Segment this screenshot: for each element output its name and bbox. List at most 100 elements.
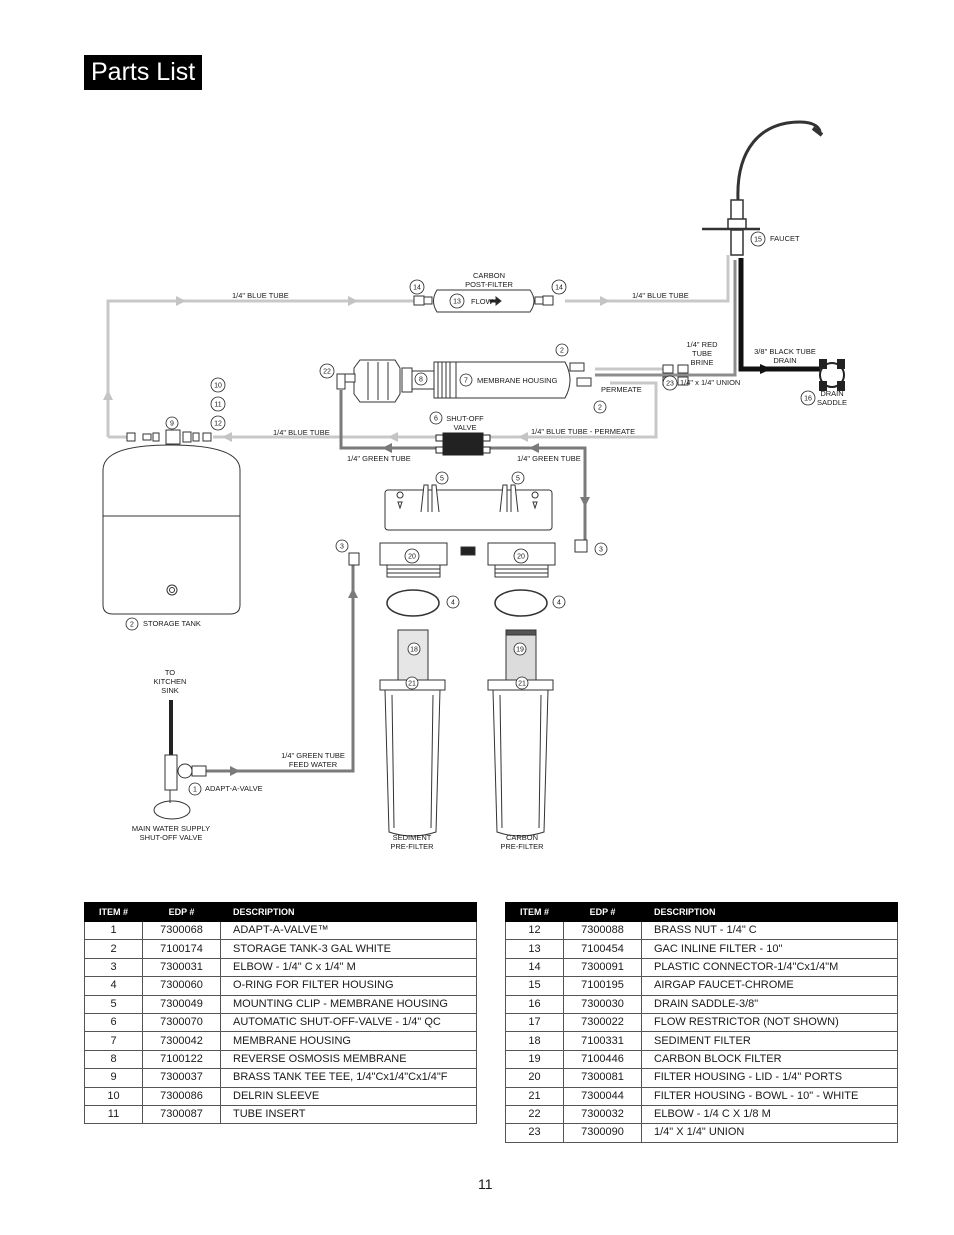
svg-text:16: 16 [804, 396, 812, 403]
header-description: DESCRIPTION [641, 902, 898, 922]
storage-tank [102, 429, 241, 615]
item-cell: 21 [505, 1086, 564, 1106]
edp-cell: 7300031 [142, 957, 221, 978]
edp-cell: 7300022 [563, 1012, 642, 1033]
header-edp: EDP # [563, 902, 642, 922]
edp-cell: 7300037 [142, 1068, 221, 1088]
svg-text:1/4" x 1/4" UNION: 1/4" x 1/4" UNION [680, 378, 740, 387]
item-cell: 13 [505, 939, 564, 959]
svg-text:CARBON: CARBON [473, 271, 505, 280]
edp-cell: 7300032 [563, 1104, 642, 1125]
description-cell: GAC INLINE FILTER - 10" [641, 939, 898, 959]
description-cell: AUTOMATIC SHUT-OFF-VALVE - 1/4" QC [220, 1012, 477, 1033]
item-cell: 15 [505, 976, 564, 996]
svg-text:TO: TO [165, 668, 175, 677]
svg-text:MEMBRANE HOUSING: MEMBRANE HOUSING [477, 376, 558, 385]
edp-cell: 7300090 [563, 1123, 642, 1143]
svg-text:DRAIN: DRAIN [820, 389, 843, 398]
green-tubes [203, 390, 587, 773]
edp-cell: 7300086 [142, 1086, 221, 1106]
description-cell: STORAGE TANK-3 GAL WHITE [220, 939, 477, 959]
description-cell: ELBOW - 1/4 C X 1/8 M [641, 1104, 898, 1125]
svg-text:14: 14 [555, 285, 563, 292]
adapt-a-valve [153, 700, 207, 820]
svg-text:SEDIMENT: SEDIMENT [393, 833, 432, 842]
svg-text:VALVE: VALVE [453, 423, 476, 432]
edp-cell: 7300042 [142, 1031, 221, 1051]
brine-and-drain-tubes [595, 258, 820, 377]
edp-cell: 7300060 [142, 976, 221, 996]
table-header-row: ITEM # EDP # DESCRIPTION [84, 902, 477, 922]
svg-text:SADDLE: SADDLE [817, 398, 847, 407]
svg-text:5: 5 [440, 476, 444, 483]
svg-text:ADAPT-A-VALVE: ADAPT-A-VALVE [205, 784, 263, 793]
svg-text:21: 21 [408, 681, 416, 688]
svg-text:9: 9 [170, 421, 174, 428]
svg-text:22: 22 [323, 369, 331, 376]
svg-text:7: 7 [464, 378, 468, 385]
header-item: ITEM # [505, 902, 564, 922]
svg-text:PRE-FILTER: PRE-FILTER [390, 842, 434, 851]
svg-text:1/4" GREEN TUBE: 1/4" GREEN TUBE [517, 454, 581, 463]
edp-cell: 7300044 [563, 1086, 642, 1106]
svg-text:1/4" BLUE TUBE: 1/4" BLUE TUBE [232, 291, 289, 300]
svg-text:20: 20 [517, 554, 525, 561]
edp-cell: 7100446 [563, 1049, 642, 1070]
svg-text:2: 2 [130, 622, 134, 629]
description-cell: ADAPT-A-VALVE™ [220, 920, 477, 941]
svg-text:BRINE: BRINE [691, 358, 714, 367]
green-tube-arrows [230, 443, 590, 776]
svg-text:10: 10 [214, 383, 222, 390]
svg-text:4: 4 [557, 600, 561, 607]
description-cell: O-RING FOR FILTER HOUSING [220, 976, 477, 996]
svg-text:1/4" BLUE TUBE: 1/4" BLUE TUBE [273, 428, 330, 437]
diagram-labels: FAUCET CARBON POST-FILTER FLOW 1/4" BLUE… [132, 234, 847, 851]
edp-cell: 7100122 [142, 1049, 221, 1070]
description-cell: ELBOW - 1/4" C x 1/4" M [220, 957, 477, 978]
item-cell: 22 [505, 1104, 564, 1125]
item-cell: 19 [505, 1049, 564, 1070]
blue-tube-arrows [103, 296, 610, 442]
item-cell: 4 [84, 976, 143, 996]
description-cell: MEMBRANE HOUSING [220, 1031, 477, 1051]
edp-cell: 7300068 [142, 920, 221, 941]
svg-text:1: 1 [193, 787, 197, 794]
item-cell: 3 [84, 957, 143, 978]
edp-cell: 7300081 [563, 1068, 642, 1088]
svg-text:15: 15 [754, 237, 762, 244]
edp-cell: 7100454 [563, 939, 642, 959]
description-cell: BRASS TANK TEE TEE, 1/4"Cx1/4"Cx1/4"F [220, 1068, 477, 1088]
callout-text: 1 2 2 2 3 3 4 4 5 5 6 7 8 9 10 11 12 13 … [130, 237, 812, 794]
svg-text:KITCHEN: KITCHEN [154, 677, 187, 686]
svg-text:11: 11 [214, 402, 221, 409]
table-header-row: ITEM # EDP # DESCRIPTION [505, 902, 898, 922]
shut-off-valve [435, 432, 491, 456]
item-cell: 14 [505, 957, 564, 978]
item-cell: 8 [84, 1049, 143, 1070]
svg-text:3/8" BLACK TUBE: 3/8" BLACK TUBE [754, 347, 816, 356]
edp-cell: 7100331 [563, 1031, 642, 1051]
svg-text:MAIN WATER SUPPLY: MAIN WATER SUPPLY [132, 824, 210, 833]
svg-text:FAUCET: FAUCET [770, 234, 800, 243]
description-cell: FILTER HOUSING - BOWL - 10" - WHITE [641, 1086, 898, 1106]
item-cell: 7 [84, 1031, 143, 1051]
description-cell: SEDIMENT FILTER [641, 1031, 898, 1051]
item-cell: 17 [505, 1012, 564, 1033]
item-cell: 1 [84, 920, 143, 941]
svg-text:FLOW: FLOW [471, 297, 494, 306]
svg-text:23: 23 [666, 381, 674, 388]
description-cell: DELRIN SLEEVE [220, 1086, 477, 1106]
svg-text:SHUT-OFF VALVE: SHUT-OFF VALVE [140, 833, 203, 842]
item-cell: 9 [84, 1068, 143, 1088]
edp-cell: 7300087 [142, 1104, 221, 1125]
